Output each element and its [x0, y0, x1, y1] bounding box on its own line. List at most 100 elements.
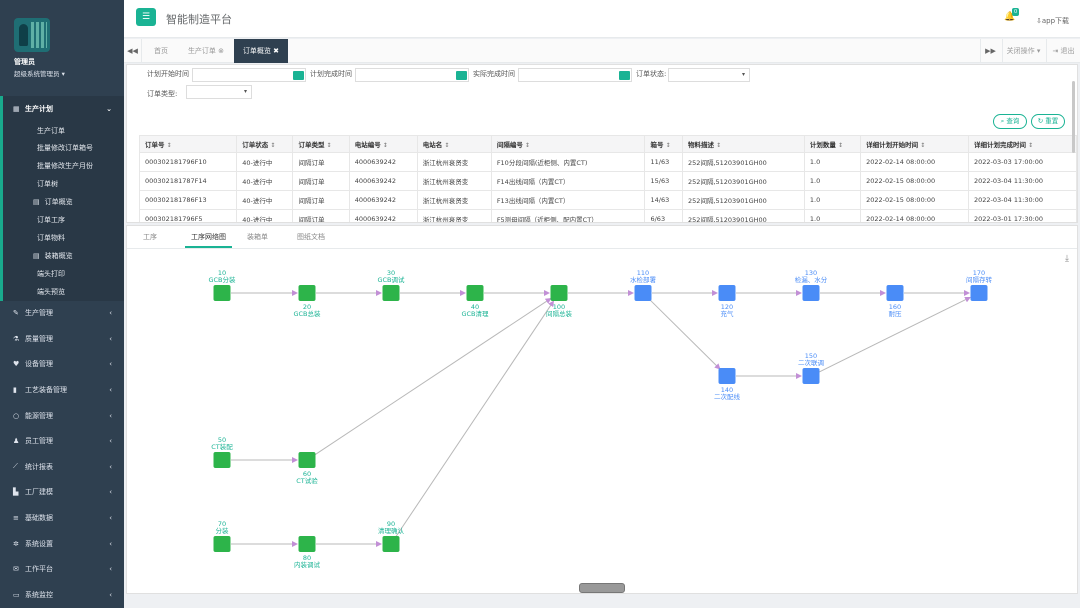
sidebar-item-1[interactable]: ✎生产管理‹: [13, 309, 112, 318]
order-type-select[interactable]: ▾: [186, 85, 252, 99]
column-header-9[interactable]: 详细计划开始时间: [860, 135, 970, 153]
bell-icon[interactable]: 🔔: [1004, 12, 1016, 22]
sidebar-item-2[interactable]: ⚗质量管理‹: [13, 334, 112, 343]
node-box[interactable]: [298, 536, 316, 552]
sidebar-item-5[interactable]: ○能源管理‹: [13, 411, 112, 420]
calendar-icon[interactable]: [619, 71, 630, 80]
tab-packing-list[interactable]: 装箱单: [247, 233, 268, 241]
download-icon[interactable]: ⤓: [1065, 254, 1069, 264]
actual-end-input[interactable]: [518, 68, 632, 82]
plan-start-input[interactable]: [192, 68, 306, 82]
column-header-8[interactable]: 计划数量: [803, 135, 862, 153]
close-operations-dropdown[interactable]: 关闭操作 ▾: [1002, 39, 1044, 63]
plan-end-input[interactable]: [355, 68, 469, 82]
sidebar-item-0[interactable]: ▦生产计划⌄: [0, 96, 124, 122]
submenu-item-9[interactable]: 端头预览: [37, 287, 65, 296]
submenu-item-8[interactable]: 端头打印: [37, 269, 65, 278]
sidebar-item-7[interactable]: ⟋统计报表‹: [13, 462, 112, 471]
submenu-item-2[interactable]: 批量修改生产月份: [37, 162, 93, 171]
sidebar-item-10[interactable]: ✲系统设置‹: [13, 539, 112, 548]
close-icon[interactable]: ✖: [273, 47, 280, 55]
node-box[interactable]: [802, 285, 820, 301]
vertical-scrollbar[interactable]: [1072, 81, 1075, 153]
order-status-select[interactable]: ▾: [668, 68, 750, 82]
close-icon[interactable]: ⊗: [218, 47, 225, 55]
node-box[interactable]: [213, 452, 231, 468]
column-header-4[interactable]: 电站名: [416, 135, 492, 153]
node-box[interactable]: [802, 368, 820, 384]
menu-toggle-button[interactable]: ☰: [136, 8, 156, 26]
sidebar-item-4[interactable]: ▮工艺装备管理‹: [13, 386, 112, 395]
submenu-item-7[interactable]: ▤装箱概览: [33, 251, 73, 260]
node-box[interactable]: [382, 536, 400, 552]
app-download-link[interactable]: ⇩app下载: [1036, 17, 1070, 25]
node-box[interactable]: [550, 285, 568, 301]
column-header-0[interactable]: 订单号: [138, 135, 238, 153]
node-box[interactable]: [466, 285, 484, 301]
user-role-dropdown[interactable]: 超级系统管理员 ▾: [14, 70, 65, 78]
node-box[interactable]: [718, 368, 736, 384]
column-header-6[interactable]: 箱号: [644, 135, 684, 153]
sidebar-item-9[interactable]: ≡基础数据‹: [13, 514, 112, 523]
node-box[interactable]: [213, 536, 231, 552]
node-box[interactable]: [298, 452, 316, 468]
node-box[interactable]: [298, 285, 316, 301]
calendar-icon[interactable]: [456, 71, 467, 80]
tab-order-overview[interactable]: 订单概览 ✖: [234, 39, 288, 63]
node-box[interactable]: [634, 285, 652, 301]
logout-button[interactable]: ⇥ 退出: [1046, 39, 1080, 63]
sidebar-item-8[interactable]: ▙工厂建模‹: [13, 488, 112, 497]
node-box[interactable]: [213, 285, 231, 301]
resize-handle[interactable]: [579, 583, 625, 593]
tab-process-network[interactable]: 工序网络图: [185, 226, 232, 248]
sidebar-item-6[interactable]: ♟员工管理‹: [13, 437, 112, 446]
node-box[interactable]: [718, 285, 736, 301]
sidebar-item-3[interactable]: ♥设备管理‹: [13, 360, 112, 369]
submenu-item-1[interactable]: 批量修改订单箱号: [37, 144, 93, 153]
node-box[interactable]: [970, 285, 988, 301]
column-header-5[interactable]: 间隔编号: [490, 135, 646, 153]
calendar-icon[interactable]: [293, 71, 304, 80]
sidebar-item-12[interactable]: ▭系统监控‹: [13, 590, 112, 599]
tab-process[interactable]: 工序: [143, 233, 157, 241]
column-header-7[interactable]: 物料描述: [682, 135, 805, 153]
sidebar-item-11[interactable]: ✉工作平台‹: [13, 565, 112, 574]
submenu-item-6[interactable]: 订单物料: [37, 233, 65, 242]
tab-scroll-left-icon[interactable]: ◀◀: [124, 39, 142, 63]
tab-home[interactable]: 首页: [154, 47, 168, 55]
column-header-1[interactable]: 订单状态: [236, 135, 294, 153]
submenu-item-5[interactable]: 订单工序: [37, 215, 65, 224]
column-header-2[interactable]: 订单类型: [292, 135, 350, 153]
submenu-item-3[interactable]: 订单树: [37, 180, 58, 189]
tab-scroll-right-icon[interactable]: ▶▶: [980, 39, 1000, 63]
submenu-item-4[interactable]: ▤订单概览: [33, 198, 73, 207]
tab-drawings[interactable]: 图纸文档: [297, 233, 325, 241]
node-box[interactable]: [382, 285, 400, 301]
node-box[interactable]: [886, 285, 904, 301]
query-button[interactable]: ⌕ 查询: [993, 114, 1027, 129]
submenu-item-0[interactable]: 生产订单: [37, 126, 65, 135]
column-header-3[interactable]: 电站编号: [348, 135, 418, 153]
reset-button[interactable]: ↻ 重置: [1031, 114, 1065, 129]
tab-production-order[interactable]: 生产订单 ⊗: [187, 47, 225, 55]
